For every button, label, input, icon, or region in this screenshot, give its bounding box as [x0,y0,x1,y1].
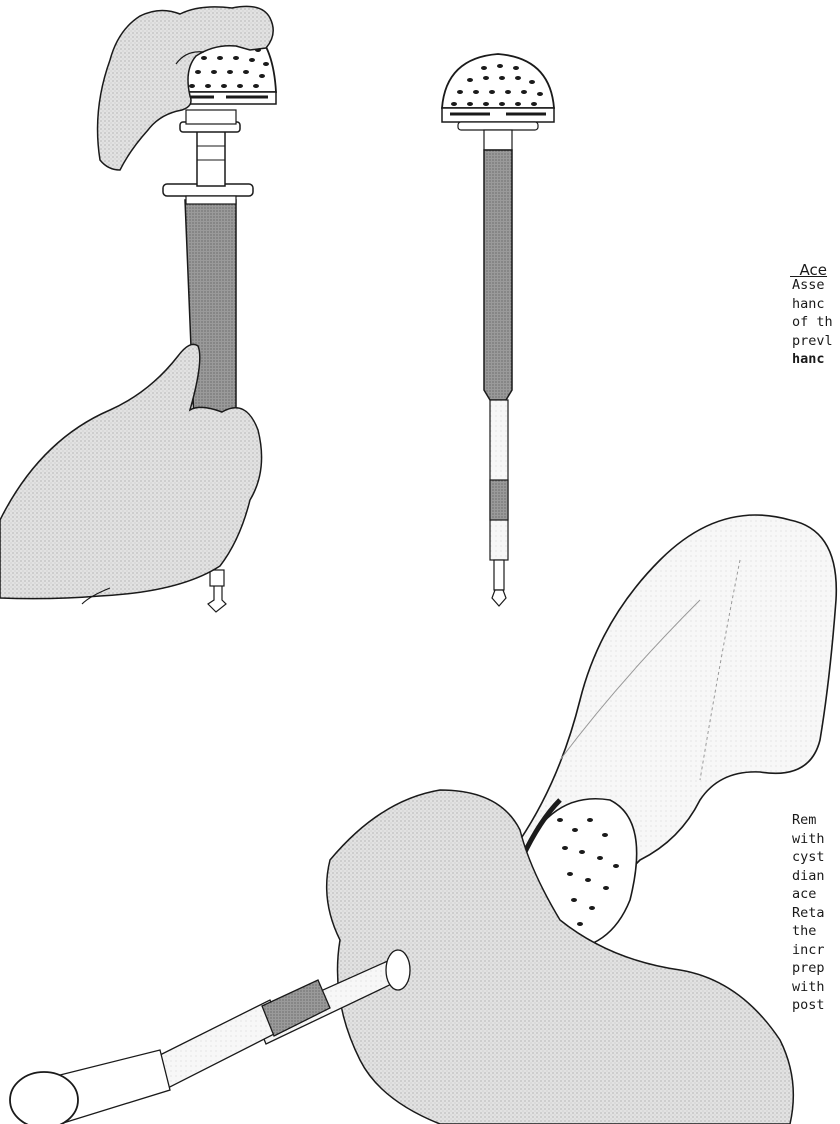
remove-line: with [792,978,840,997]
assemble-line: of th [792,313,840,332]
assemble-line: prevl [792,332,840,351]
remove-line: Rem [792,811,840,830]
remove-line: prep [792,959,840,978]
remove-line: cyst [792,848,840,867]
remove-line: with [792,830,840,849]
remove-line: post [792,996,840,1015]
remove-line: incr [792,941,840,960]
assembled-reamer-and-handle-icon [442,54,554,606]
remove-line: Reta [792,904,840,923]
assemble-line: hanc [792,295,840,314]
assemble-line: Asse [792,276,840,295]
hands-holding-reamer-head-on-handle-icon [0,6,276,612]
assemble-line: hanc [792,350,840,369]
remove-line: ace [792,885,840,904]
remove-line: dian [792,867,840,886]
remove-line: the [792,922,840,941]
reaming-acetabulum-in-pelvis-icon [10,515,836,1124]
